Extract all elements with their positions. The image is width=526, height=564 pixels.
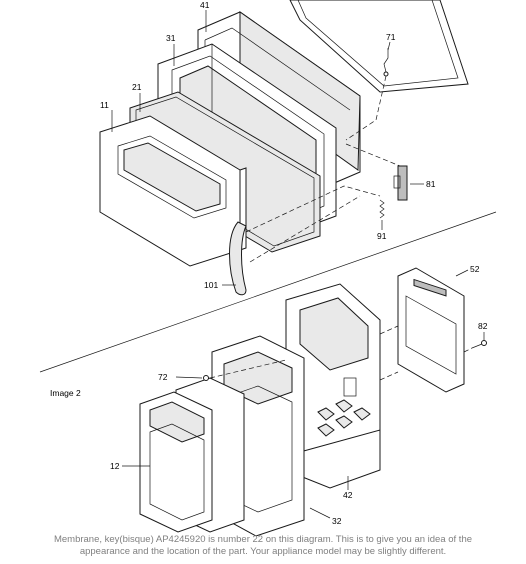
callout-31: 31 bbox=[166, 33, 176, 66]
part-82 bbox=[471, 340, 487, 349]
svg-text:42: 42 bbox=[343, 490, 353, 500]
exploded-parts-diagram: 11 21 31 41 71 81 91 101 52 82 72 1 bbox=[39, 0, 497, 536]
callout-11: 11 bbox=[100, 100, 113, 132]
svg-text:32: 32 bbox=[332, 516, 342, 526]
diagram-caption: Membrane, key(bisque) AP4245920 is numbe… bbox=[0, 534, 526, 558]
svg-text:21: 21 bbox=[132, 82, 142, 92]
callout-82: 82 bbox=[478, 321, 488, 340]
svg-text:81: 81 bbox=[426, 179, 436, 189]
svg-text:11: 11 bbox=[100, 100, 109, 110]
part-12 bbox=[139, 391, 213, 533]
section-divider bbox=[39, 211, 497, 373]
callout-52: 52 bbox=[455, 264, 480, 277]
svg-text:72: 72 bbox=[158, 372, 168, 382]
callout-41: 41 bbox=[200, 0, 210, 32]
callout-72: 72 bbox=[158, 372, 203, 382]
caption-line-1: Membrane, key(bisque) AP4245920 is numbe… bbox=[53, 534, 473, 545]
svg-text:82: 82 bbox=[478, 321, 488, 331]
part-91 bbox=[379, 199, 385, 219]
svg-text:52: 52 bbox=[470, 264, 480, 274]
part-101 bbox=[229, 221, 247, 296]
part-72 bbox=[203, 375, 209, 381]
svg-text:12: 12 bbox=[110, 461, 120, 471]
callout-32: 32 bbox=[309, 507, 342, 526]
callout-101: 101 bbox=[204, 280, 236, 290]
svg-text:41: 41 bbox=[200, 0, 210, 10]
image-label: Image 2 bbox=[50, 388, 81, 398]
part-42 bbox=[285, 283, 381, 489]
upper-guide-lines bbox=[245, 75, 401, 263]
callout-71: 71 bbox=[386, 32, 396, 51]
callout-12: 12 bbox=[110, 461, 150, 471]
callout-81: 81 bbox=[410, 179, 436, 189]
lower-guide-lines bbox=[209, 325, 473, 381]
part-outer-frame-top bbox=[289, 0, 469, 93]
part-52 bbox=[397, 267, 465, 393]
part-81 bbox=[393, 165, 408, 201]
svg-text:91: 91 bbox=[377, 231, 387, 241]
keypad-cutouts bbox=[317, 399, 371, 437]
svg-text:71: 71 bbox=[386, 32, 396, 42]
svg-text:31: 31 bbox=[166, 33, 176, 43]
callout-42: 42 bbox=[343, 476, 353, 500]
caption-line-2: appearance and the location of the part.… bbox=[79, 546, 447, 557]
svg-text:101: 101 bbox=[204, 280, 218, 290]
callout-21: 21 bbox=[132, 82, 142, 112]
callout-91: 91 bbox=[377, 220, 387, 241]
